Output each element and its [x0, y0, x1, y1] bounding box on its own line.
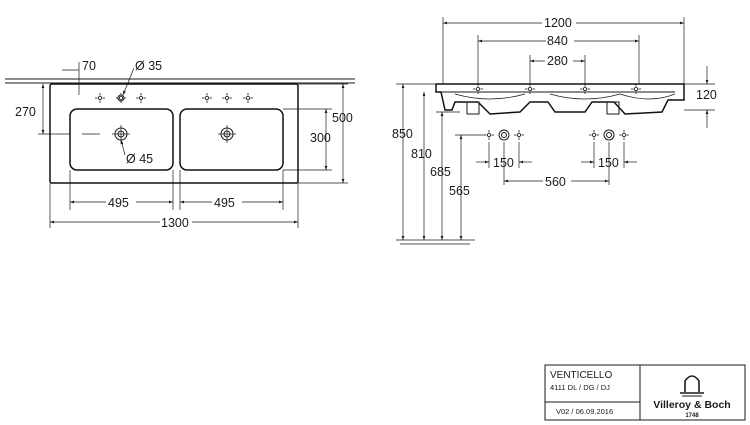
basin-outline: [49, 83, 299, 184]
right-bowl: [179, 108, 284, 171]
dim-bowl-width-left: 495: [108, 196, 129, 210]
right-waste-hole: [218, 125, 236, 143]
tap-mark: [221, 92, 233, 104]
dim-waste-hole: Ø 45: [126, 152, 153, 166]
tap-mark: [201, 92, 213, 104]
title-block: VENTICELLO 4111 DL / DG / DJ V02 / 06.09…: [544, 364, 746, 421]
dim-tap-offset: 70: [82, 59, 96, 73]
tap-mark: [94, 92, 106, 104]
brand-year: 1748: [685, 413, 699, 419]
dim-overall-depth: 500: [332, 111, 353, 125]
tap-mark: [135, 92, 147, 104]
side-view: 1200 840 280 120 850 810 685 565: [392, 15, 717, 245]
dim-overall-width: 1300: [161, 216, 189, 230]
dim-width-280: 280: [547, 54, 568, 68]
dim-height-565: 565: [449, 184, 470, 198]
brand-logo-icon: [680, 375, 704, 397]
dim-waste-150-left: 150: [493, 156, 514, 170]
dim-bowl-width-right: 495: [214, 196, 235, 210]
dim-height-850: 850: [392, 127, 413, 141]
dim-waste-560: 560: [545, 175, 566, 189]
basin-side-profile: [435, 83, 685, 115]
dim-thickness: 120: [696, 88, 717, 102]
dim-width-1200: 1200: [544, 16, 572, 30]
left-waste-set: [483, 129, 525, 141]
title-version: V02 / 06.09.2016: [556, 407, 613, 416]
left-bowl: [69, 108, 174, 171]
dim-bowl-depth: 300: [310, 131, 331, 145]
brand-name: Villeroy & Boch: [653, 399, 730, 411]
right-waste-set: [588, 129, 630, 141]
dim-width-840: 840: [547, 34, 568, 48]
top-view: 70 Ø 35 270 500 300 Ø 45 495 495: [5, 59, 355, 230]
title-article: 4111 DL / DG / DJ: [550, 383, 610, 392]
title-product: VENTICELLO: [550, 370, 612, 381]
dim-depth-to-tap: 270: [15, 105, 36, 119]
tap-mark: [242, 92, 254, 104]
dim-height-810: 810: [411, 147, 432, 161]
dim-tap-hole: Ø 35: [135, 59, 162, 73]
dim-height-685: 685: [430, 165, 451, 179]
wall-line: [5, 78, 355, 84]
dim-waste-150-right: 150: [598, 156, 619, 170]
